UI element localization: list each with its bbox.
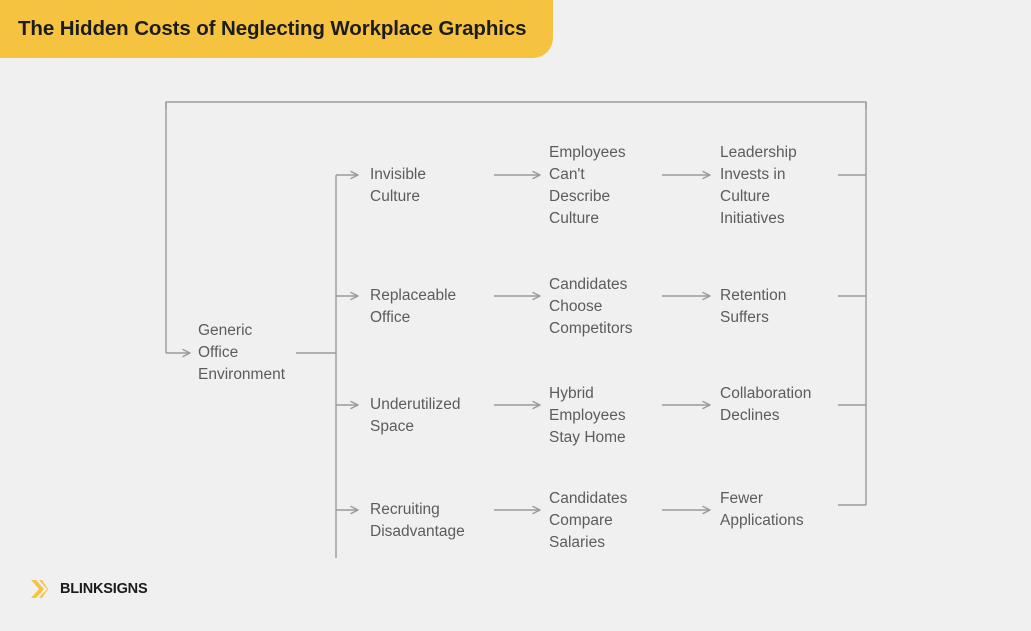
brand-name: BLINKSIGNS [60,581,148,597]
title-banner: The Hidden Costs of Neglecting Workplace… [0,0,553,58]
loop-top-rail [165,101,867,109]
node-cause-3: Underutilized Space [370,396,461,435]
node-outcome-1: Leadership Invests in Culture Initiative… [720,144,797,227]
flow-diagram: Generic Office Environment Invisible Cul… [0,58,1031,558]
double-chevron-right-icon [31,580,48,598]
node-root: Generic Office Environment [198,322,286,383]
node-outcome-3: Collaboration Declines [720,385,812,424]
page-title: The Hidden Costs of Neglecting Workplace… [18,17,527,40]
node-cause-2: Replaceable Office [370,287,457,326]
node-effect-2: Candidates Choose Competitors [549,276,633,337]
node-effect-1: Employees Can't Describe Culture [549,144,626,227]
brand-logo: BLINKSIGNS [30,578,148,600]
node-effect-3: Hybrid Employees Stay Home [549,385,626,446]
diagram-connectors [165,101,867,558]
node-cause-1: Invisible Culture [370,166,426,205]
node-effect-4: Candidates Compare Salaries [549,490,628,551]
node-outcome-4: Fewer Applications [720,490,804,529]
node-cause-4: Recruiting Disadvantage [370,501,465,540]
node-outcome-2: Retention Suffers [720,287,787,326]
